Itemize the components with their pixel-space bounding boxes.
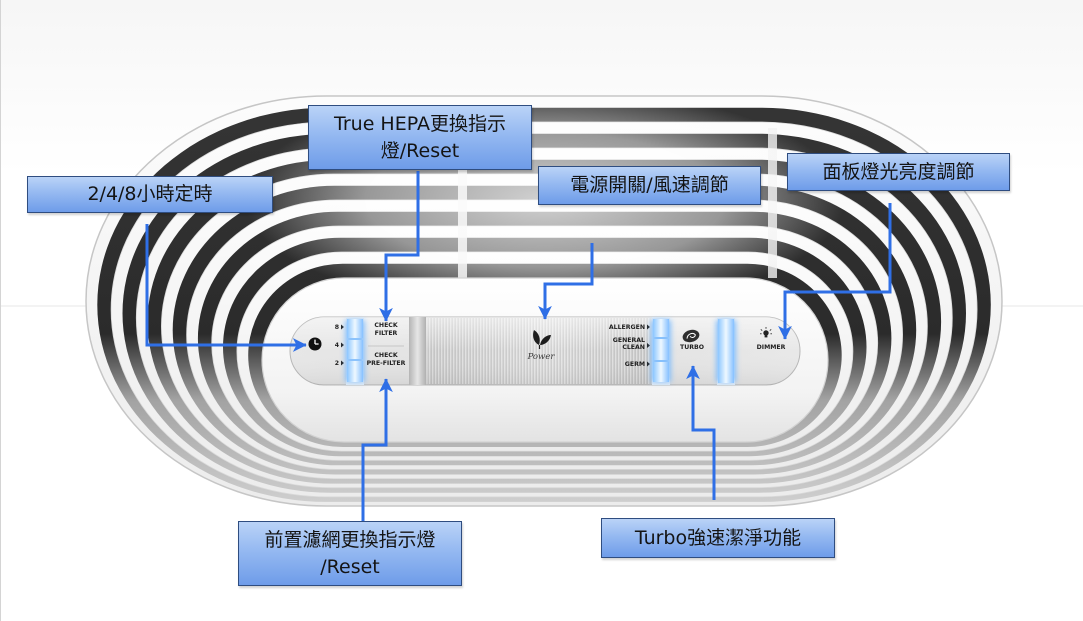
callout-timer-text: 2/4/8小時定時 [87, 183, 213, 205]
arrow-hepa-filter [379, 171, 420, 322]
mode-pointer [647, 361, 650, 367]
turbo-led [718, 319, 734, 383]
mode-general-clean-label-line2: CLEAN [622, 344, 645, 351]
mode-allergen-label: ALLERGEN [609, 324, 645, 331]
arrow-dimmer [778, 203, 892, 340]
mode-pointer [647, 324, 650, 330]
leaf-power-icon [533, 330, 551, 349]
arrow-power-speed [538, 243, 594, 320]
callout-hepa-line1: True HEPA更換指示 [334, 112, 506, 135]
check-prefilter-label-line2: PRE-FILTER [367, 360, 406, 367]
mode-led-general-clean [653, 339, 669, 360]
power-label: Power [527, 352, 556, 362]
check-prefilter-label-line1: CHECK [374, 352, 397, 359]
mode-germ-label: GERM [625, 361, 645, 368]
mode-leds [651, 319, 671, 382]
timer-pointer [341, 324, 344, 330]
callout-prefilter-line1: 前置濾網更換指示燈 [264, 528, 436, 551]
arrow-prefilter [361, 378, 393, 521]
control-panel: 8 4 2 CHECK FILTER CHECK PRE-FILTER [289, 316, 801, 386]
callout-arrows [145, 171, 892, 521]
callout-hepa-line2: 燈/Reset [380, 139, 460, 162]
mode-led-germ [653, 362, 669, 382]
callout-dimmer: 面板燈光亮度調節 [787, 153, 1010, 191]
check-filter-label-line2: FILTER [375, 330, 398, 337]
timer-level-2: 2 [335, 360, 339, 367]
dimmer-label: DIMMER [757, 344, 786, 351]
mode-general-clean-label-line1: GENERAL [613, 337, 645, 344]
timer-pointer [341, 360, 344, 366]
callout-timer: 2/4/8小時定時 [27, 176, 273, 213]
mode-led-allergen [653, 319, 669, 337]
callout-prefilter-line2: /Reset [320, 555, 380, 578]
timer-led-2 [347, 361, 363, 382]
callout-prefilter-reset: 前置濾網更換指示燈 /Reset [238, 521, 462, 586]
turbo-swirl-icon [682, 329, 700, 343]
timer-level-4: 4 [335, 342, 340, 349]
timer-level-8: 8 [335, 324, 339, 331]
clock-icon [308, 337, 322, 351]
timer-leds [345, 319, 365, 382]
callout-dimmer-text: 面板燈光亮度調節 [822, 160, 975, 183]
callout-turbo-text: Turbo強速潔淨功能 [634, 526, 802, 549]
timer-led-4 [347, 340, 363, 359]
timer-pointer [341, 342, 344, 348]
callout-turbo: Turbo強速潔淨功能 [601, 518, 835, 558]
filter-indicator-strip [409, 317, 426, 385]
turbo-label: TURBO [680, 344, 704, 351]
callout-hepa-filter-reset: True HEPA更換指示 燈/Reset [308, 105, 532, 170]
callout-power-speed: 電源開關/風速調節 [538, 166, 761, 205]
mode-pointer [647, 343, 650, 348]
timer-led-8 [347, 319, 363, 338]
light-bulb-icon [760, 327, 772, 338]
callout-power-speed-text: 電源開關/風速調節 [570, 174, 729, 196]
arrow-timer [145, 224, 307, 352]
arrow-turbo [686, 365, 716, 500]
purifier-outer-shell [85, 95, 1003, 507]
check-filter-label-line1: CHECK [374, 322, 397, 329]
